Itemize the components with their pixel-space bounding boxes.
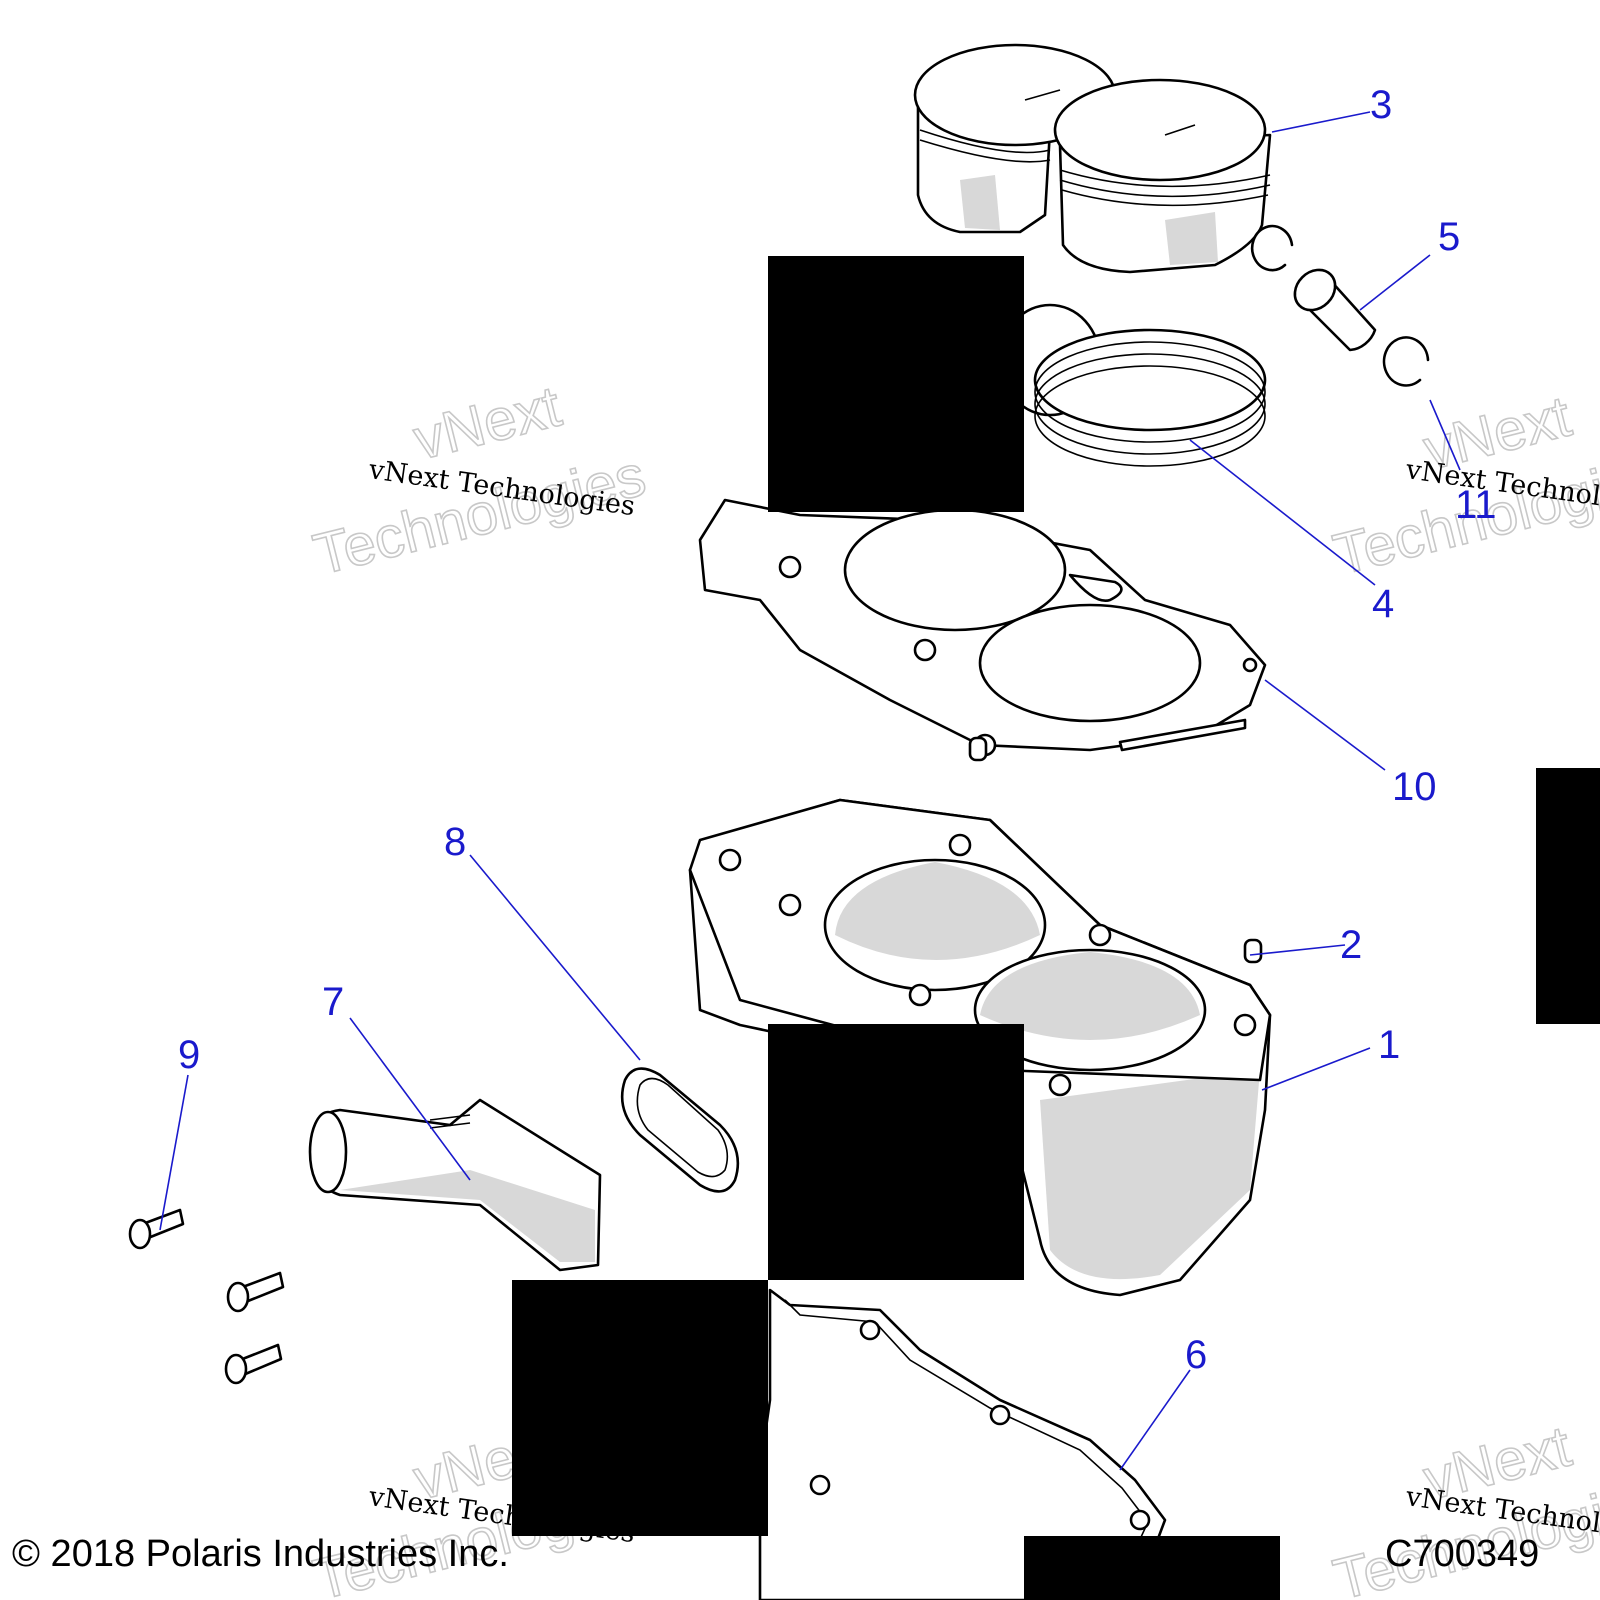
callout-8: 8 xyxy=(444,820,466,864)
wrist-pin-illustration xyxy=(1293,268,1377,352)
callout-9: 9 xyxy=(178,1033,200,1077)
drawing-number: C700349 xyxy=(1385,1533,1540,1575)
bolt-3 xyxy=(224,1343,283,1385)
leader-7 xyxy=(349,1017,471,1181)
leader-9 xyxy=(159,1074,189,1231)
leader-4 xyxy=(1189,439,1376,586)
callout-10: 10 xyxy=(1392,765,1437,809)
leader-5 xyxy=(1359,254,1431,311)
leader-10 xyxy=(1264,679,1386,771)
redaction-block xyxy=(1024,1536,1280,1600)
copyright-notice: © 2018 Polaris Industries Inc. xyxy=(12,1533,509,1575)
watermark-top-left: vNext Technologies vNext Technologies xyxy=(307,373,653,589)
piston-rings-illustration xyxy=(998,303,1267,467)
svg-text:vNext: vNext xyxy=(407,374,567,473)
outlet-seal-illustration xyxy=(620,1067,740,1193)
leader-lines xyxy=(159,111,1461,1471)
leader-8 xyxy=(469,854,641,1061)
bolts-illustration xyxy=(128,1208,285,1385)
leader-6 xyxy=(1119,1369,1191,1471)
circlip-illustration xyxy=(1250,224,1430,387)
bolt-2 xyxy=(226,1271,285,1313)
bolt-1 xyxy=(128,1208,185,1250)
callout-5: 5 xyxy=(1438,215,1460,259)
callout-7: 7 xyxy=(322,980,344,1024)
callout-3: 3 xyxy=(1370,83,1392,127)
redaction-block xyxy=(512,1280,768,1536)
leader-2 xyxy=(1249,944,1346,956)
callout-4: 4 xyxy=(1372,582,1394,626)
redaction-block xyxy=(768,256,1024,512)
piston-pair-illustration xyxy=(913,43,1272,274)
head-gasket-illustration xyxy=(698,498,1267,762)
leader-1 xyxy=(1261,1047,1371,1091)
leader-3 xyxy=(1271,111,1371,133)
callout-11: 11 xyxy=(1455,483,1497,527)
leader-11 xyxy=(1429,399,1461,471)
callout-6: 6 xyxy=(1185,1333,1207,1377)
redaction-block xyxy=(768,1024,1024,1280)
redaction-block xyxy=(1536,768,1600,1024)
callout-labels: 3 5 11 4 10 2 1 8 7 9 6 xyxy=(178,83,1497,1377)
water-outlet-illustration xyxy=(308,1098,602,1272)
base-gasket-illustration xyxy=(758,1288,1167,1600)
callout-1: 1 xyxy=(1378,1023,1400,1067)
callout-2: 2 xyxy=(1340,923,1362,967)
